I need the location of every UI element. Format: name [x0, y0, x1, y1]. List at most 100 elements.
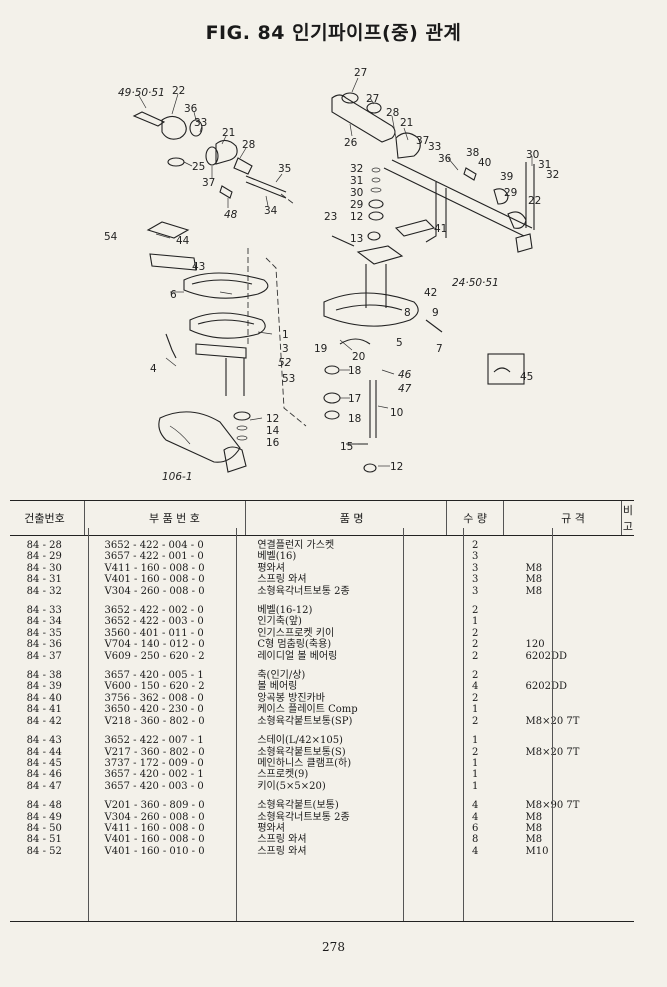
- cell-ref-no: 84 - 48: [26, 800, 62, 812]
- svg-text:10: 10: [390, 407, 403, 419]
- cell-remarks: [621, 834, 634, 845]
- cell-remarks: [621, 670, 634, 681]
- cell-quantity: 8: [471, 834, 479, 846]
- centre-column: [323, 167, 443, 473]
- cell-quantity: 6: [471, 822, 479, 834]
- cell-quantity: 4: [471, 800, 479, 812]
- cell-spec: M8: [525, 811, 543, 823]
- cell-part-no: V401 - 160 - 008 - 0: [104, 574, 205, 586]
- cell-spec: [504, 628, 622, 639]
- cell-spec: M8: [525, 834, 543, 846]
- svg-text:36: 36: [184, 103, 198, 115]
- svg-text:12: 12: [390, 461, 403, 473]
- svg-text:37: 37: [202, 177, 215, 189]
- cell-quantity: 1: [471, 780, 479, 792]
- cell-part-no: 3657 - 420 - 005 - 1: [104, 670, 204, 682]
- left-frame-assembly: [146, 221, 307, 473]
- cell-part-name: 스프링 와셔: [257, 834, 307, 846]
- svg-text:36: 36: [438, 153, 452, 165]
- cell-part-name: 소형육각붙트보통(SP): [257, 715, 353, 727]
- cell-remarks: [621, 781, 634, 792]
- cell-spec: [504, 758, 622, 769]
- svg-text:17: 17: [348, 393, 361, 405]
- svg-text:40: 40: [478, 157, 491, 169]
- cell-remarks: [621, 628, 634, 639]
- cell-part-no: 3737 - 172 - 009 - 0: [104, 757, 204, 769]
- page-number: 278: [322, 940, 345, 954]
- svg-text:27: 27: [366, 93, 379, 105]
- svg-text:30: 30: [526, 149, 539, 161]
- cell-part-name: 케이스 플레이트 Comp: [257, 704, 358, 716]
- svg-text:39: 39: [500, 171, 513, 183]
- header-part-no: 부 품 번 호: [84, 500, 246, 536]
- cell-part-name: 스프링 와셔: [257, 845, 307, 857]
- cell-spec: M8×90 7T: [525, 800, 580, 812]
- svg-text:22: 22: [528, 195, 541, 207]
- svg-text:31: 31: [538, 159, 551, 171]
- cell-spec: 120: [525, 639, 545, 651]
- spacer-cell: [10, 727, 634, 735]
- cell-ref-no: 84 - 40: [26, 692, 62, 704]
- cell-ref-no: 84 - 50: [26, 822, 62, 834]
- cell-remarks: [621, 769, 634, 780]
- spacer-cell: [10, 662, 634, 670]
- cell-part-no: 3657 - 422 - 001 - 0: [104, 551, 204, 563]
- cell-remarks: [621, 735, 634, 746]
- cell-ref-no: 84 - 43: [26, 735, 62, 747]
- svg-text:12: 12: [266, 413, 279, 425]
- svg-text:20: 20: [352, 351, 365, 363]
- cell-remarks: [621, 812, 634, 823]
- cell-quantity: 2: [471, 715, 479, 727]
- cell-spec: M8: [525, 562, 543, 574]
- svg-text:54: 54: [104, 231, 118, 243]
- svg-text:29: 29: [504, 187, 517, 199]
- cell-quantity: 2: [471, 746, 479, 758]
- cell-part-name: 스프링 와셔: [257, 574, 307, 586]
- cell-spec: M8: [525, 585, 543, 597]
- svg-text:42: 42: [424, 287, 437, 299]
- cell-part-no: V600 - 150 - 620 - 2: [104, 681, 205, 693]
- cell-ref-no: 84 - 52: [26, 845, 62, 857]
- cell-ref-no: 84 - 29: [26, 551, 62, 563]
- svg-text:5: 5: [396, 337, 403, 349]
- part-callout-labels: 49·50·51 22 36 33 25 37 21 28 35 48 34 2…: [104, 67, 559, 483]
- row-group-spacer: [10, 727, 634, 735]
- cell-part-no: V304 - 260 - 008 - 0: [104, 585, 205, 597]
- cell-part-no: 3652 - 422 - 007 - 1: [104, 735, 204, 747]
- svg-text:44: 44: [176, 235, 190, 247]
- svg-text:13: 13: [350, 233, 363, 245]
- cell-ref-no: 84 - 39: [26, 681, 62, 693]
- cell-part-no: 3652 - 422 - 003 - 0: [104, 616, 204, 628]
- cell-remarks: [621, 639, 634, 650]
- svg-text:32: 32: [350, 163, 363, 175]
- cell-part-no: 3652 - 422 - 004 - 0: [104, 540, 204, 551]
- cell-remarks: [621, 704, 634, 715]
- header-remarks: 비 고: [620, 500, 634, 536]
- cell-remarks: [621, 651, 634, 662]
- svg-text:38: 38: [466, 147, 479, 159]
- cell-ref-no: 84 - 36: [26, 639, 62, 651]
- svg-text:26: 26: [344, 137, 358, 149]
- cell-part-name: 소형육각너트보통 2종: [257, 585, 350, 597]
- cell-part-no: V218 - 360 - 802 - 0: [104, 715, 205, 727]
- spacer-cell: [10, 597, 634, 605]
- cell-part-name: 베벨(16-12): [257, 605, 313, 617]
- cell-ref-no: 84 - 46: [26, 769, 62, 781]
- svg-text:3: 3: [282, 343, 289, 355]
- cell-remarks: [621, 823, 634, 834]
- cell-spec: [504, 670, 622, 681]
- cell-part-name: 스프로켓(9): [257, 769, 309, 781]
- cell-part-name: 소형육각붙트보통(S): [257, 746, 346, 758]
- cell-remarks: [621, 586, 634, 597]
